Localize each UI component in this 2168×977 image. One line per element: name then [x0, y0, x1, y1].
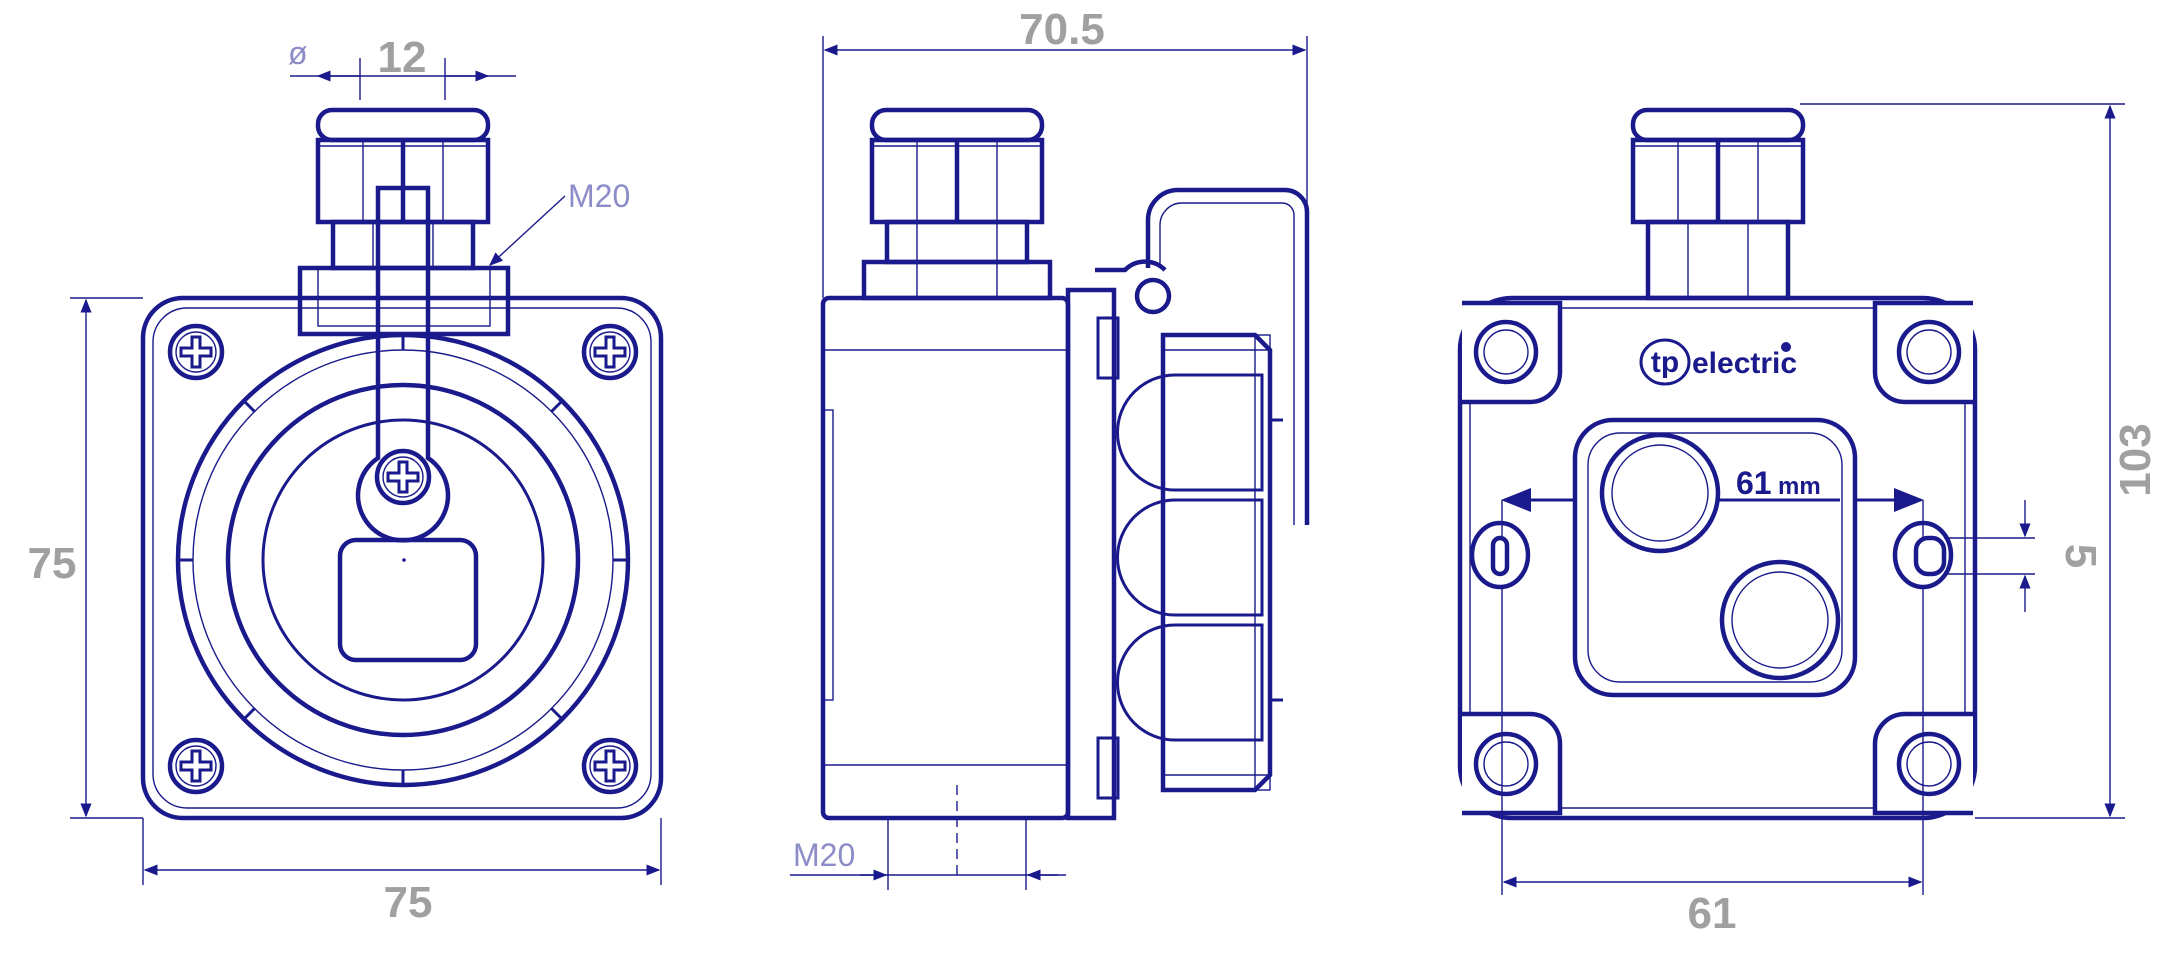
front-width-label: 75 — [384, 878, 433, 927]
front-cable-gland — [318, 110, 488, 271]
tp-electric-logo: tp electric — [1639, 338, 1797, 386]
rear-hole-spacing-label: 61 — [1688, 889, 1737, 938]
rear-view: tp electric 61 mm 5 103 — [1457, 103, 2160, 938]
screw-icon — [584, 740, 636, 792]
side-socket-body — [1160, 332, 1273, 793]
screw-icon — [170, 740, 222, 792]
socket-face — [337, 537, 479, 663]
front-housing — [140, 295, 664, 821]
side-housing — [820, 295, 1071, 821]
slotted-hole — [1469, 520, 1531, 590]
side-lid-loop — [1145, 187, 1310, 525]
gland-diameter-label: 12 — [378, 33, 427, 82]
front-gland-collar — [297, 265, 511, 337]
knockout-hole — [1599, 432, 1721, 554]
lid-tab — [355, 185, 451, 543]
hinge-pin — [1134, 277, 1172, 315]
side-view: M20 70.5 — [790, 5, 1310, 890]
svg-text:electric: electric — [1692, 347, 1797, 380]
screw-icon — [584, 326, 636, 378]
hole-size-label: 5 — [2056, 544, 2105, 568]
side-thread-label: M20 — [793, 837, 855, 873]
diameter-symbol: ø — [288, 35, 308, 71]
rear-cable-gland — [1633, 110, 1803, 301]
mounting-hole — [1896, 731, 1962, 797]
side-depth-label: 70.5 — [1019, 5, 1105, 54]
hole-spacing-unit: mm — [1778, 473, 1821, 500]
front-view: ø 12 M20 75 75 — [28, 33, 664, 927]
side-cable-gland — [861, 110, 1053, 301]
front-thread-label: M20 — [568, 178, 630, 214]
mounting-hole — [1473, 731, 1539, 797]
lid-screw-icon — [377, 451, 429, 503]
screw-icon — [170, 326, 222, 378]
mounting-hole — [1896, 319, 1962, 385]
svg-text:tp: tp — [1651, 346, 1679, 379]
mounting-hole — [1473, 319, 1539, 385]
knockout-plate — [1572, 417, 1858, 698]
knockout-hole — [1719, 559, 1841, 681]
hole-spacing-value: 61 — [1736, 465, 1772, 501]
front-height-label: 75 — [28, 539, 77, 588]
total-height-label: 103 — [2111, 423, 2160, 496]
